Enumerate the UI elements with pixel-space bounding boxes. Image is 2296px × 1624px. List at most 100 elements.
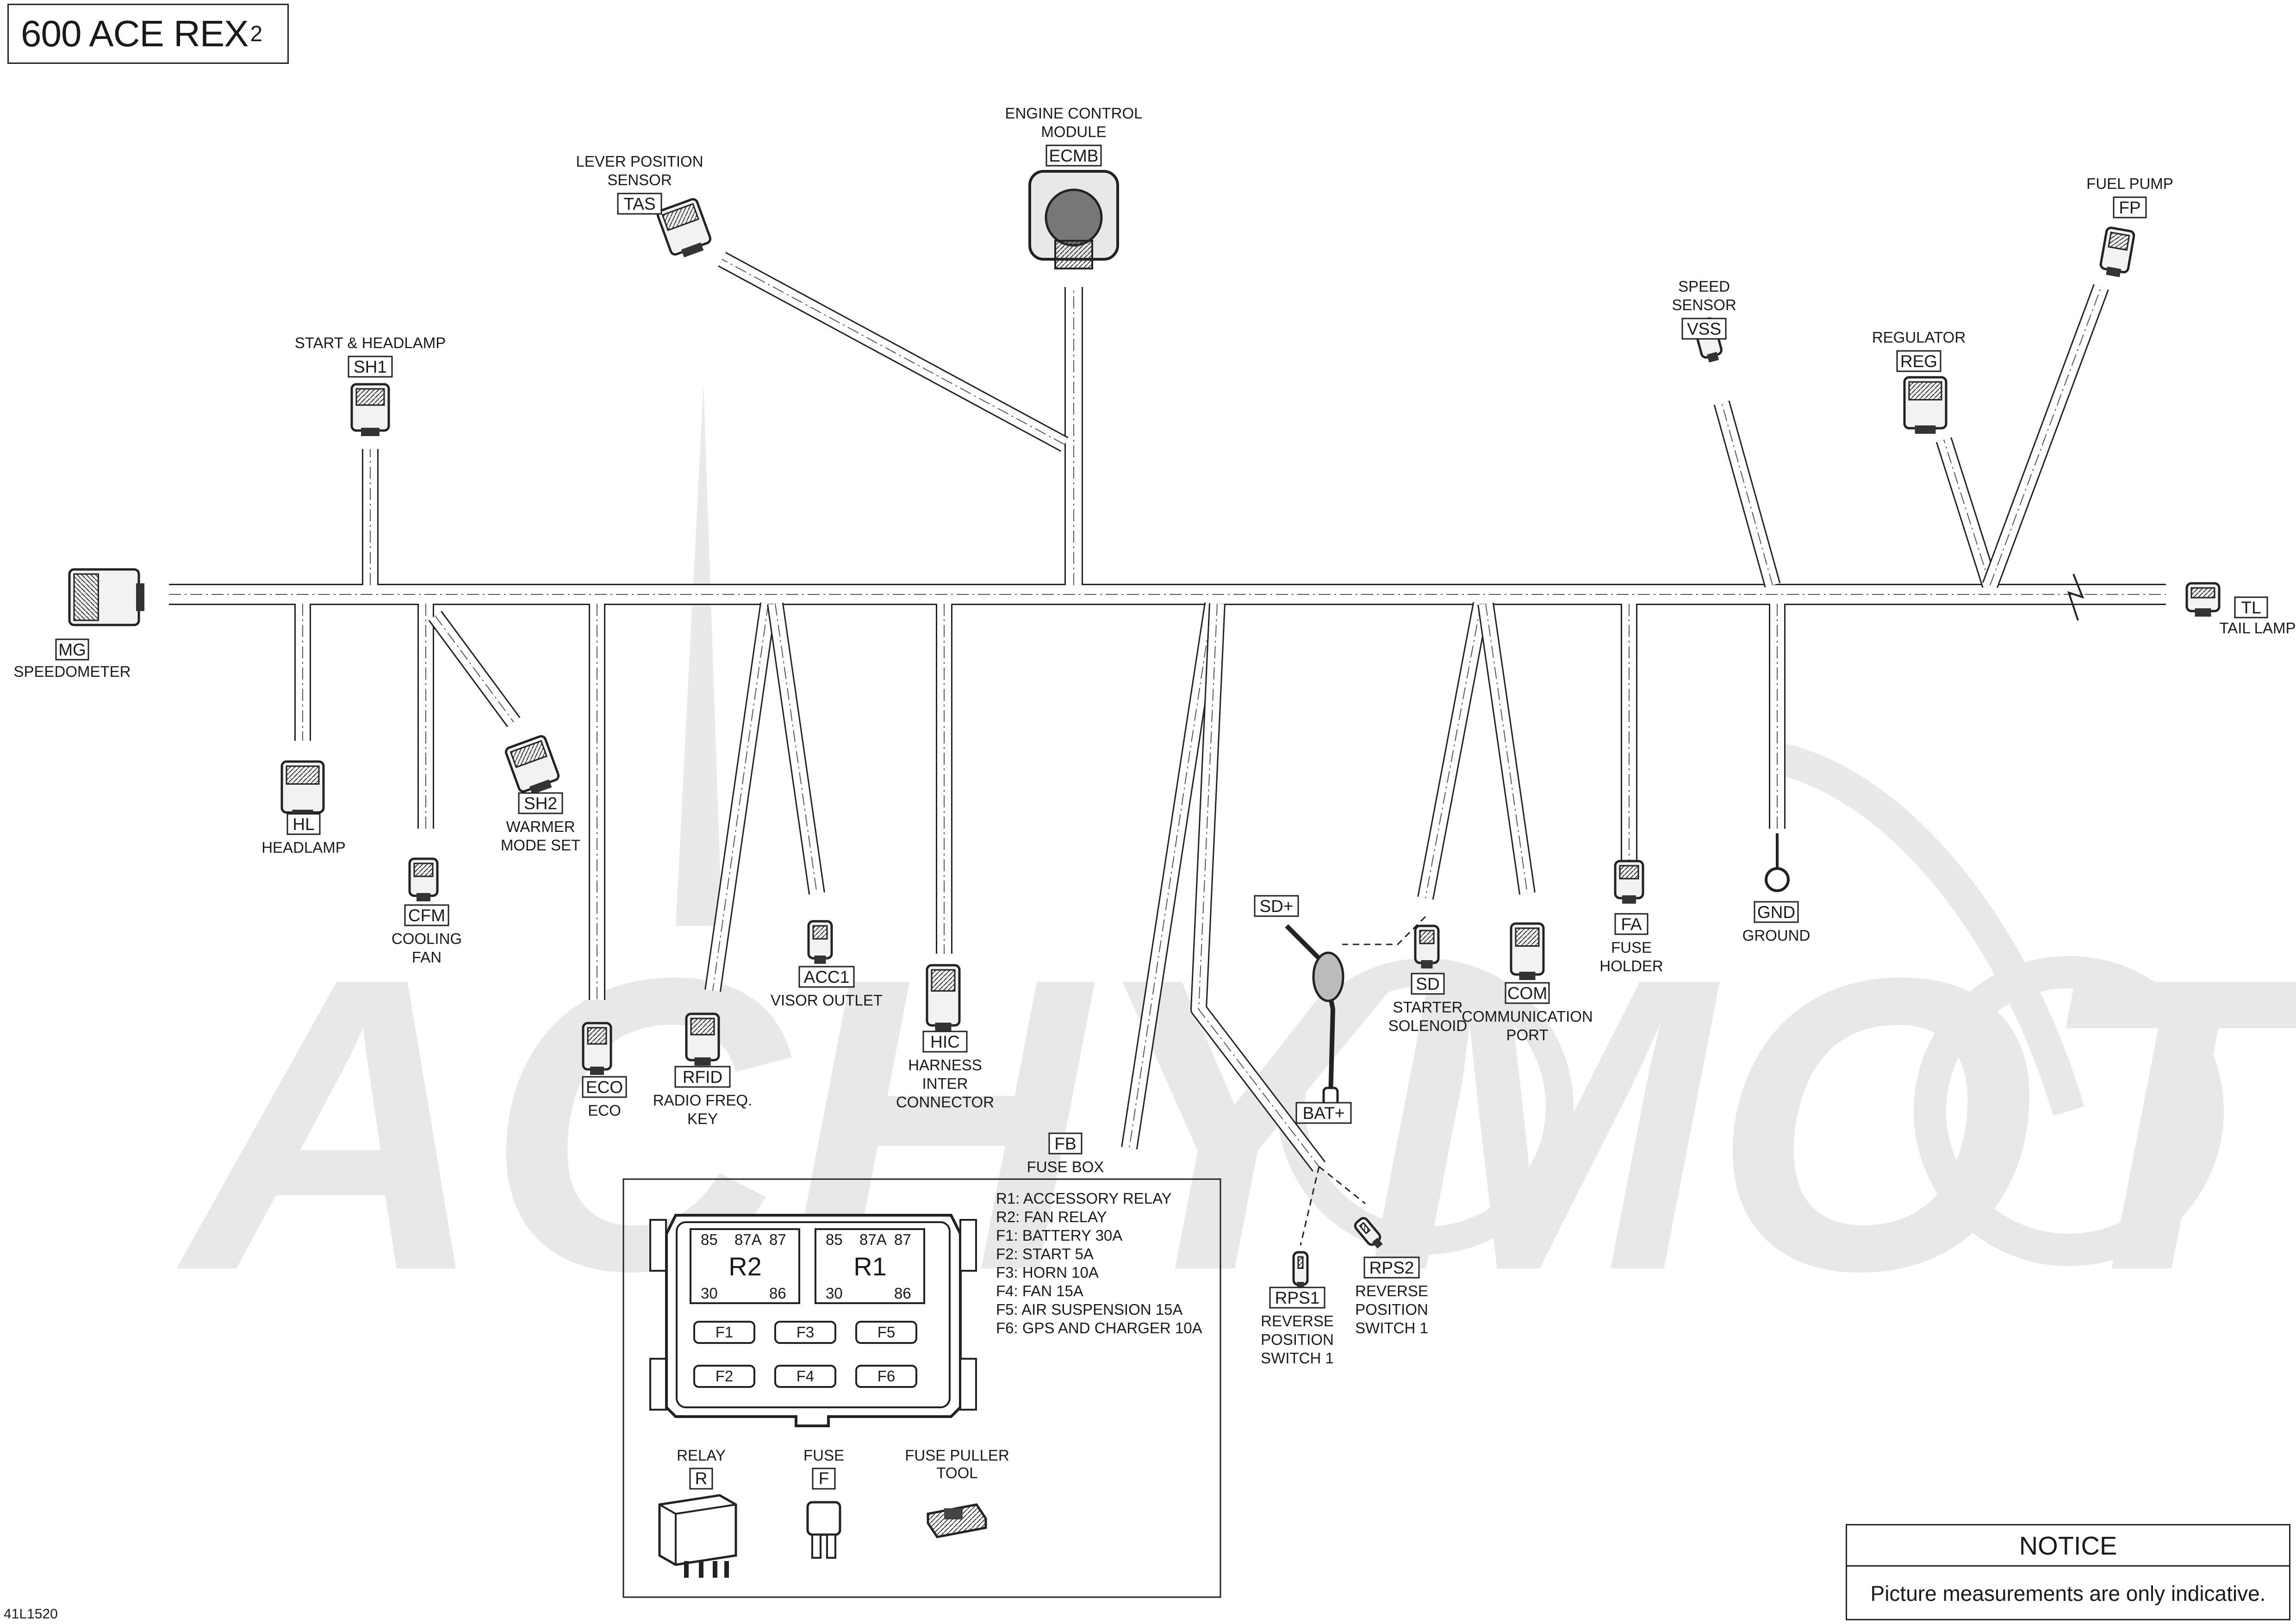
relay-pin-label: 87A <box>859 1231 887 1248</box>
watermark: ACHYMOTO <box>172 384 2296 1357</box>
relay-pin-label: 87 <box>769 1231 786 1248</box>
branch-com <box>1477 602 1536 895</box>
regulator-connector-icon <box>1903 376 1948 434</box>
relay-name: R2 <box>728 1252 762 1281</box>
branch-rfid <box>704 602 777 992</box>
fuse-holder-connector-icon <box>1614 860 1644 904</box>
watermark-text: ACHYMOTO <box>172 891 2296 1357</box>
fp-code-box: FP <box>2113 196 2147 219</box>
tail-lamp-connector-icon <box>2185 582 2221 617</box>
ecmb-label-line: MODULE <box>1041 123 1106 140</box>
sd-code-box: SD <box>1411 973 1445 995</box>
fuse-part-icon <box>806 1501 841 1559</box>
vss-label-line: SPEED <box>1678 278 1730 295</box>
cfm-code: CFM <box>408 906 445 925</box>
rps1-code-box: RPS1 <box>1269 1287 1325 1309</box>
fuse-legend-line: F5: AIR SUSPENSION 15A <box>996 1301 1182 1318</box>
rps1-label-line: SWITCH 1 <box>1261 1349 1334 1367</box>
fuse-label: F5 <box>877 1324 896 1341</box>
branch-rps <box>1190 603 1326 1172</box>
com-label-line: COMMUNICATION <box>1462 1008 1593 1025</box>
fuse-legend-line: F1: BATTERY 30A <box>996 1227 1122 1244</box>
vss-code: VSS <box>1687 319 1721 338</box>
document-id: 41L1520 <box>4 1606 58 1622</box>
eco-connector-icon <box>582 1022 612 1075</box>
fuse-box-frame <box>622 1178 1221 1598</box>
relay-pin-label: 86 <box>894 1285 911 1302</box>
vss-code-box: VSS <box>1681 318 1727 340</box>
warmer-mode-set-connector-icon <box>504 735 560 794</box>
rps2-code: RPS2 <box>1369 1258 1414 1277</box>
ecmb-label-line: ENGINE CONTROL <box>1005 105 1142 122</box>
tas-code: TAS <box>623 194 655 213</box>
hl-label-line: HEADLAMP <box>261 839 346 856</box>
sh2-code: SH2 <box>524 794 557 813</box>
sh1-label-line: START & HEADLAMP <box>295 334 446 351</box>
part-code: F <box>819 1469 829 1488</box>
fa-code-box: FA <box>1614 913 1649 935</box>
ground-ring-icon <box>1765 867 1790 892</box>
rps2-link-line <box>1319 1166 1366 1205</box>
fuel-pump-connector-icon <box>2099 226 2135 277</box>
reg-code: REG <box>1900 352 1937 371</box>
part-label-line: FUSE PULLER <box>905 1447 1009 1464</box>
relay-pin-label: 85 <box>826 1231 843 1248</box>
fb-code-box: FB <box>1048 1132 1083 1155</box>
reverse-switch-1-connector-icon <box>1292 1251 1309 1290</box>
com-code: COM <box>1507 984 1547 1003</box>
notice-text: Picture measurements are only indicative… <box>1870 1581 2266 1605</box>
batp-code-box: BAT+ <box>1295 1102 1352 1124</box>
vss-label-line: SENSOR <box>1672 296 1736 313</box>
fuse-slot-F4: F4 <box>774 1365 836 1388</box>
rps2-label-line: REVERSE <box>1355 1282 1428 1299</box>
rfid-connector-icon <box>685 1012 720 1066</box>
sh2-label-line: MODE SET <box>501 837 580 854</box>
rfid-label-line: RADIO FREQ. <box>653 1092 753 1109</box>
hl-code-box: HL <box>286 813 321 835</box>
gnd-code-box: GND <box>1754 901 1799 923</box>
relay-name: R1 <box>853 1252 887 1281</box>
eco-code-box: ECO <box>582 1076 627 1098</box>
title-superscript: 2 <box>250 21 263 46</box>
fuse-slot-F1: F1 <box>693 1321 755 1344</box>
starter-solenoid-connector-icon <box>1414 924 1440 968</box>
fuse-slot-F6: F6 <box>855 1365 917 1388</box>
tl-code-box: TL <box>2234 596 2268 618</box>
cfm-code-box: CFM <box>404 904 449 926</box>
relay-pin-label: 30 <box>826 1285 843 1302</box>
fuse-legend-line: F2: START 5A <box>996 1245 1094 1262</box>
fb-code: FB <box>1054 1134 1076 1153</box>
cfm-label-line: COOLING <box>392 930 462 947</box>
sd-code: SD <box>1416 974 1439 993</box>
notice-heading: NOTICE <box>1847 1525 2289 1567</box>
connector-icons <box>68 170 2221 1290</box>
fuse-slot-F3: F3 <box>774 1321 836 1344</box>
reg-label-line: REGULATOR <box>1872 329 1966 346</box>
reverse-switch-2-connector-icon <box>1354 1217 1383 1249</box>
fuse-legend-line: R2: FAN RELAY <box>996 1208 1107 1225</box>
harness-trunks <box>169 252 2166 1246</box>
sdp-code-box: SD+ <box>1254 895 1299 917</box>
relay-pin-label: 30 <box>701 1285 718 1302</box>
part-label-line: RELAY <box>677 1447 726 1464</box>
hic-code-box: HIC <box>922 1031 968 1053</box>
fuse-box-clip <box>959 1358 977 1411</box>
fa-label-line: FUSE <box>1611 939 1652 956</box>
batp-code: BAT+ <box>1303 1104 1345 1123</box>
eco-code: ECO <box>586 1078 623 1097</box>
tas-code-box: TAS <box>617 193 662 215</box>
gnd-code: GND <box>1757 903 1795 922</box>
fp-label-line: FUEL PUMP <box>2086 175 2173 192</box>
lever-position-sensor-connector-icon <box>656 198 712 257</box>
sh2-code-box: SH2 <box>518 792 563 814</box>
rps1-label-line: REVERSE <box>1261 1312 1334 1330</box>
mg-code-box: MG <box>55 638 89 661</box>
sh2-label-line: WARMER <box>506 818 575 835</box>
relay-pin-label: 86 <box>769 1285 786 1302</box>
fa-label-line: HOLDER <box>1599 957 1663 974</box>
